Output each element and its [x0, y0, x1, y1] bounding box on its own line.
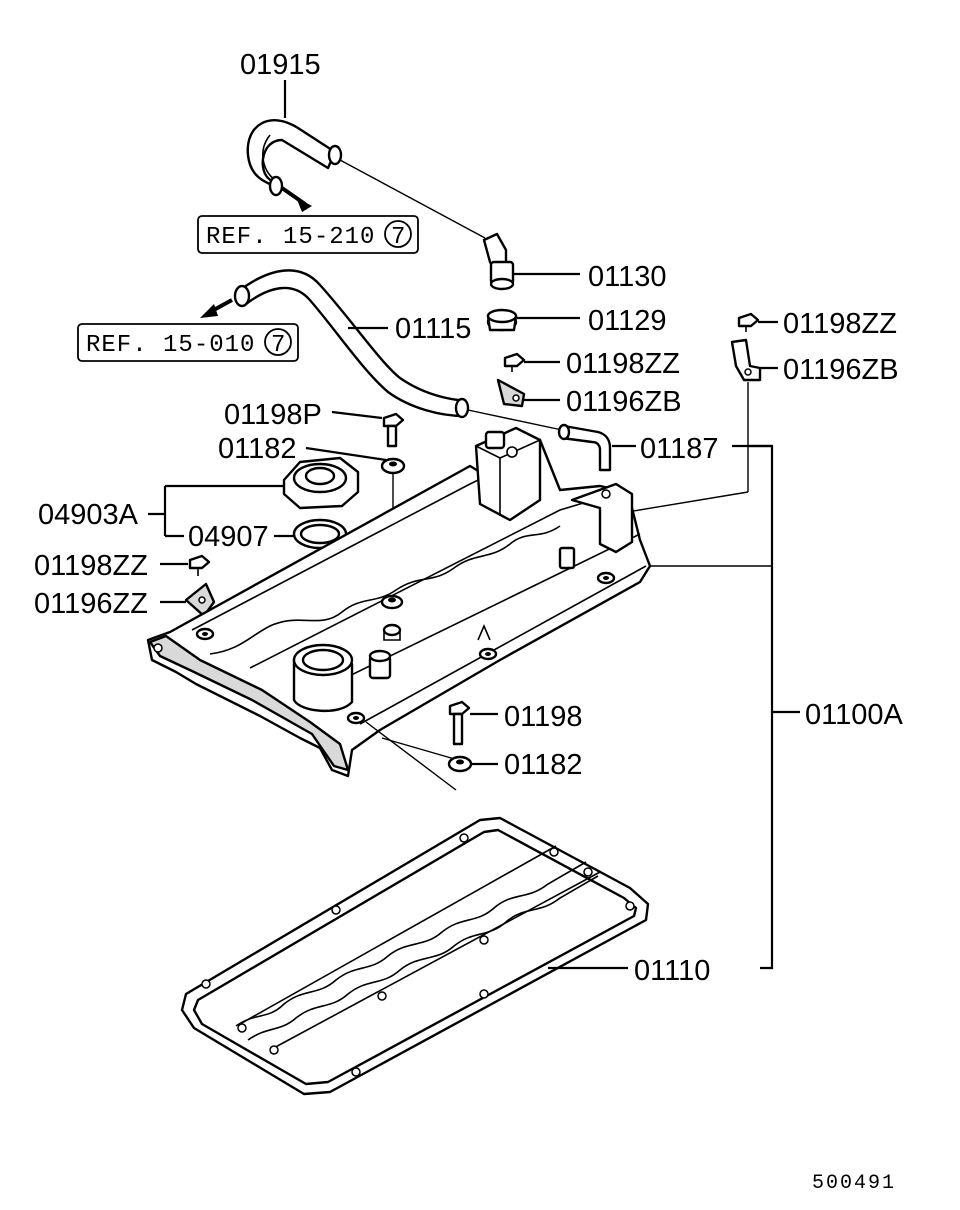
leader-bottom-bolt-a [365, 721, 457, 791]
leader-01198p [331, 410, 383, 420]
hose-01187 [557, 423, 612, 472]
callout-01196zz-left: 01196ZZ [34, 588, 148, 620]
gasket-01110 [180, 816, 650, 1096]
ref-box-15-010-circle: 7 [271, 332, 286, 359]
bolt-01198 [448, 700, 471, 746]
bolt-01198zz-mid [503, 352, 526, 372]
leader-01115-01187 [467, 409, 563, 431]
ref-box-15-210-text: REF. 15-210 [206, 224, 375, 251]
callout-01182-bottom: 01182 [504, 749, 583, 781]
callout-01196zb-mid: 01196ZB [566, 386, 682, 418]
callout-01198zz-right: 01198ZZ [783, 308, 897, 340]
callout-01198p: 01198P [224, 399, 322, 431]
bracket-01196zz-left [184, 582, 216, 618]
leader-01915-01130 [339, 159, 486, 239]
oil-filler-cap-04903a [282, 456, 360, 510]
ref-box-15-010-text: REF. 15-010 [86, 332, 255, 359]
callout-04903a: 04903A [38, 499, 139, 531]
callout-01130: 01130 [588, 261, 667, 293]
callout-01196zb-right: 01196ZB [783, 354, 899, 386]
bracket-01196zb-right [730, 338, 762, 382]
diagram-code: 500491 [812, 1172, 896, 1195]
callout-01100a: 01100A [805, 699, 903, 731]
leader-bottom-bolt-b [381, 737, 459, 761]
ref-arrow-1-shaft [280, 186, 307, 206]
bolt-01198zz-left [188, 554, 211, 576]
grommet-01129 [486, 308, 518, 332]
bracket-04903a [163, 484, 284, 538]
ref-box-15-210-circle: 7 [391, 224, 406, 251]
callout-01110: 01110 [634, 955, 710, 987]
washer-01182-top [380, 457, 406, 475]
bolt-01198p [382, 412, 405, 448]
callout-01198zz-left: 01198ZZ [34, 550, 148, 582]
ref-box-15-210[interactable]: REF. 15-210 7 [197, 215, 419, 254]
washer-01182-bottom [447, 755, 473, 773]
hose-01115 [233, 269, 470, 419]
callout-01129: 01129 [588, 305, 667, 337]
callout-01198: 01198 [504, 701, 583, 733]
hose-01915 [246, 119, 343, 197]
callout-01915: 01915 [240, 49, 321, 81]
callout-01115: 01115 [395, 313, 471, 345]
callout-01187: 01187 [640, 433, 719, 465]
ref-box-15-010[interactable]: REF. 15-010 7 [77, 323, 299, 362]
bolt-01198zz-right [737, 312, 760, 332]
pcv-valve-01130 [482, 232, 515, 291]
rocker-cover-01100a [146, 426, 652, 778]
bracket-01196zb-mid [496, 378, 526, 408]
group-bracket-01100a [748, 444, 774, 970]
callout-01198zz-mid: 01198ZZ [566, 348, 680, 380]
ref-arrow-2 [200, 304, 218, 318]
callout-01182-top: 01182 [218, 433, 297, 465]
callout-04907: 04907 [188, 521, 269, 553]
leader-01182-top [305, 446, 387, 462]
